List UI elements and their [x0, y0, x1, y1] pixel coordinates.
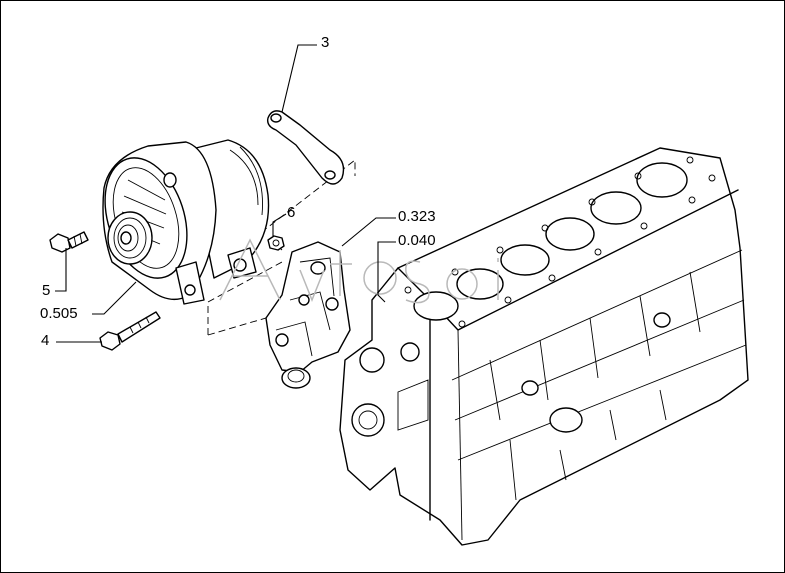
callout-0-505: 0.505	[40, 305, 78, 322]
callout-4: 4	[41, 332, 50, 349]
bracket-illustration	[266, 110, 345, 185]
alternator-illustration	[102, 139, 270, 305]
bolt-4-illustration	[99, 311, 161, 351]
nut-6-illustration	[267, 235, 285, 251]
callout-0-323: 0.323	[398, 208, 436, 225]
pump-bracket-illustration	[265, 241, 351, 389]
leader-lines	[55, 44, 396, 343]
engine-block-illustration	[339, 147, 749, 546]
callout-0-040: 0.040	[398, 232, 436, 249]
bolt-5-illustration	[49, 231, 89, 253]
watermark-mark	[219, 238, 499, 304]
callout-6: 6	[287, 204, 296, 221]
callout-5: 5	[42, 282, 51, 299]
callout-3: 3	[321, 34, 330, 51]
